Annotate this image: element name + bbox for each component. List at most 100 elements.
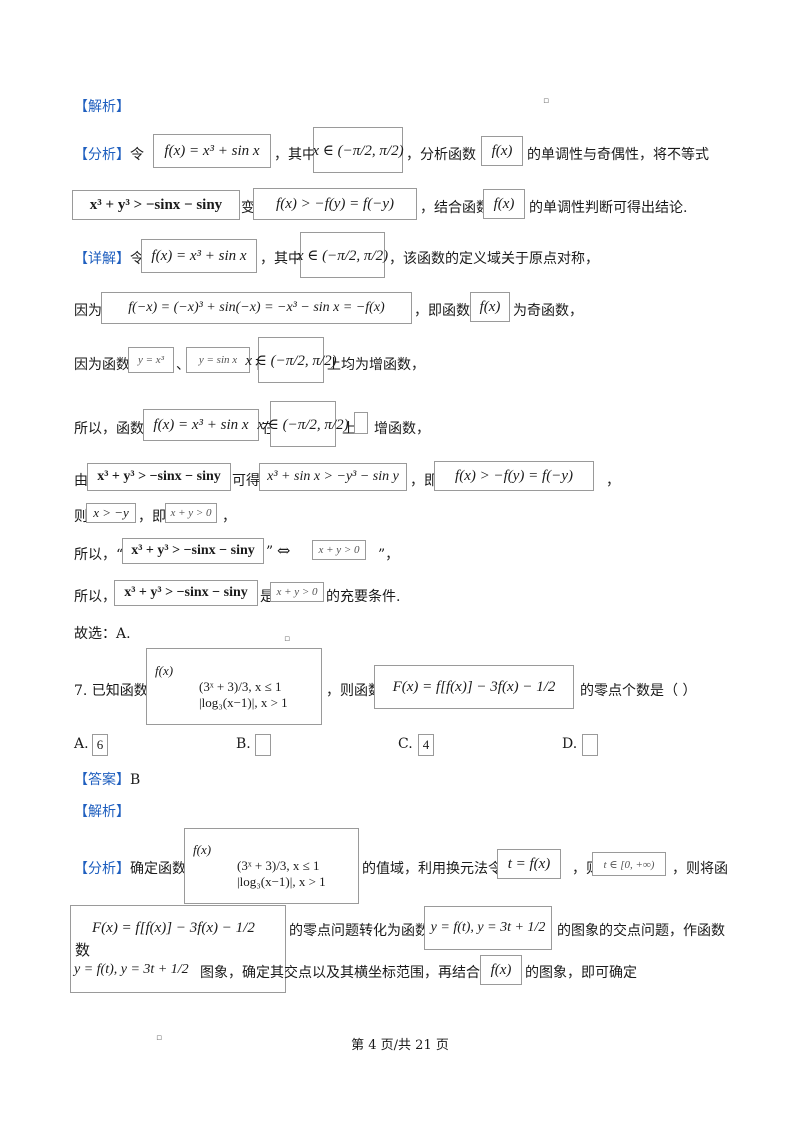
formula-domain-interval: x ∈ (−π/2, π/2)	[257, 401, 349, 447]
option-d[interactable]: D.	[562, 736, 577, 752]
text: 可得	[232, 473, 260, 489]
text: ，即	[410, 473, 438, 489]
text: ，	[606, 473, 620, 489]
choice-text: 故选：A.	[74, 626, 131, 642]
formula-fx: f(x)	[470, 292, 510, 322]
text: ”	[266, 544, 274, 560]
formula-F-def-inline: F(x) = f[f(x)] − 3f(x) − 1/2	[92, 920, 255, 936]
formula-F-block: 数	[70, 905, 286, 993]
detail-line-1: 【详解】令	[74, 248, 144, 268]
text: ，即函数	[414, 303, 470, 319]
option-c[interactable]: C.	[398, 736, 413, 752]
text: 所以，函数	[74, 421, 144, 437]
section-jiexi: 【解析】	[74, 99, 130, 115]
formula-domain: x ∈ (−π/2, π/2)	[312, 127, 404, 173]
analysis-2-line-1: 【分析】确定函数	[74, 858, 186, 878]
formula-deduce: x³ + sin x > −y³ − sin y	[259, 463, 407, 491]
text: 为奇函数，	[513, 303, 583, 319]
blank-box	[354, 412, 368, 434]
iff-symbol: ⇔	[277, 541, 291, 560]
formula-piecewise: f(x) (3ˣ + 3)/3, x ≤ 1 |log₃(x−1)|, x > …	[184, 828, 359, 904]
formula-f-def: f(x) = x³ + sin x	[143, 409, 259, 441]
text: 的单调性与奇偶性，将不等式	[527, 147, 709, 163]
piecewise-top: (3ˣ + 3)/3, x ≤ 1	[237, 858, 320, 873]
text: ，	[222, 509, 236, 525]
text: 图象，确定其交点以及其横坐标范围，再结合	[200, 965, 480, 981]
formula-ineq: x³ + y³ > −sinx − siny	[122, 538, 264, 564]
text: ，分析函数	[406, 147, 476, 163]
text: ，其中	[274, 147, 316, 163]
piecewise-bottom: |log₃(x−1)|, x > 1	[199, 694, 288, 710]
formula-ineq: x³ + y³ > −sinx − siny	[72, 190, 240, 220]
analysis-tag: 【分析】	[74, 861, 130, 877]
option-label: B.	[236, 736, 251, 752]
text: ”，	[378, 547, 400, 563]
formula-domain-interval: x ∈ (−π/2, π/2)	[245, 337, 337, 383]
text: ，其中	[260, 251, 302, 267]
text: 的单调性判断可得出结论.	[529, 200, 688, 216]
formula-F-def: F(x) = f[f(x)] − 3f(x) − 1/2	[374, 665, 574, 709]
formula-sum-pos: x + y > 0	[270, 582, 324, 602]
text: 增函数，	[374, 421, 430, 437]
formula-domain: x ∈ (−π/2, π/2)	[297, 232, 388, 278]
formula-transform: f(x) > −f(y) = f(−y)	[253, 188, 417, 220]
answer-tag: 【答案】	[74, 772, 130, 788]
text: 的值域，利用换元法令	[362, 861, 502, 877]
formula-y-ft: y = f(t), y = 3t + 1/2	[424, 906, 552, 950]
text: ，则函数	[326, 683, 382, 699]
option-a-value: 6	[92, 734, 108, 756]
page-footer: 第 4 页/共 21 页	[351, 1038, 449, 1053]
text: ，该函数的定义域关于原点对称，	[389, 251, 599, 267]
text: 的图象的交点问题，作函数	[557, 923, 725, 939]
anchor-marker: ▫	[284, 634, 291, 644]
section-jiexi: 【解析】	[74, 804, 130, 820]
formula-t-range: t ∈ [0, +∞)	[592, 852, 666, 876]
option-label: D.	[562, 736, 578, 752]
formula-fx: f(x)	[483, 189, 525, 219]
text: 确定函数	[130, 861, 186, 877]
piecewise-bottom: |log₃(x−1)|, x > 1	[237, 874, 326, 889]
formula-y-ft-inline: y = f(t), y = 3t + 1/2	[74, 962, 189, 977]
text: 因为	[74, 303, 102, 319]
formula-fx: f(x)	[481, 136, 523, 166]
formula-y-cube: y = x³	[128, 347, 174, 373]
formula-ineq: x³ + y³ > −sinx − siny	[87, 463, 231, 491]
option-label: C.	[398, 736, 413, 752]
piecewise-label: f(x)	[193, 842, 212, 857]
text: ，则将函	[672, 861, 728, 877]
option-label: A.	[74, 736, 89, 752]
formula-odd: f(−x) = (−x)³ + sin(−x) = −x³ − sin x = …	[101, 292, 412, 324]
anchor-marker: ▫	[156, 1033, 163, 1043]
text: 上	[342, 421, 356, 437]
text: 则	[74, 509, 88, 525]
text: 的零点问题转化为函数	[289, 923, 429, 939]
text: 的零点个数是（ ）	[580, 683, 697, 699]
formula-t-def: t = f(x)	[497, 849, 561, 879]
formula-sum-pos: x + y > 0	[165, 503, 217, 523]
text: 的充要条件.	[326, 589, 401, 605]
text: 因为函数	[74, 357, 130, 373]
answer-line: 【答案】B	[74, 769, 140, 789]
text: 令	[130, 147, 144, 163]
text: 数	[75, 942, 91, 959]
formula-transform: f(x) > −f(y) = f(−y)	[434, 461, 594, 491]
question-7-number: 7. 已知函数	[74, 683, 148, 699]
text: 所以，“	[74, 547, 124, 563]
formula-y-sin: y = sin x	[186, 347, 250, 373]
analysis-tag: 【分析】	[74, 147, 130, 163]
text: 由	[74, 473, 88, 489]
text: 上均为增函数，	[327, 357, 425, 373]
formula-fx: f(x)	[480, 955, 522, 985]
text: 令	[130, 251, 144, 267]
option-a[interactable]: A.	[74, 736, 89, 752]
piecewise-top: (3ˣ + 3)/3, x ≤ 1	[199, 678, 282, 694]
text: 的图象，即可确定	[525, 965, 637, 981]
option-b[interactable]: B.	[236, 736, 251, 752]
formula-f-def: f(x) = x³ + sin x	[141, 239, 257, 273]
option-d-value	[582, 734, 598, 756]
formula-ineq: x³ + y³ > −sinx − siny	[114, 580, 258, 606]
option-c-value: 4	[418, 734, 434, 756]
option-b-value	[255, 734, 271, 756]
detail-tag: 【详解】	[74, 251, 130, 267]
formula-piecewise: f(x) (3ˣ + 3)/3, x ≤ 1 |log₃(x−1)|, x > …	[146, 648, 322, 725]
